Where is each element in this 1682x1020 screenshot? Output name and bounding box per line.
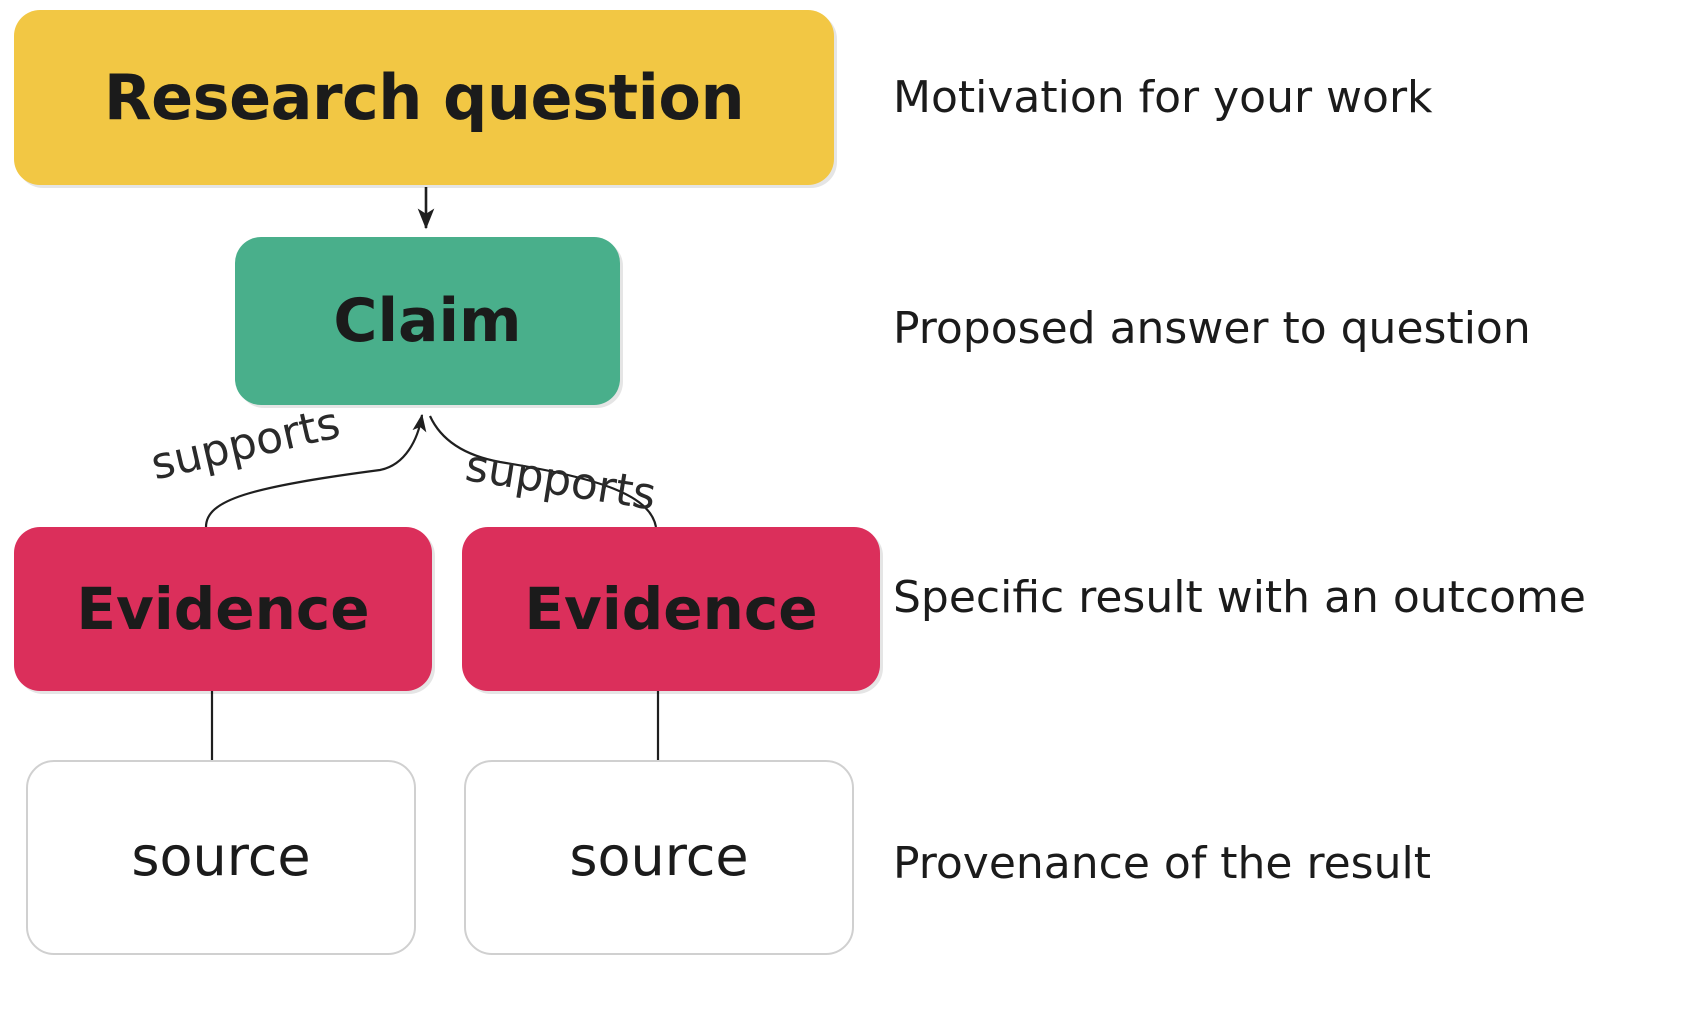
node-evidence-right-label: Evidence bbox=[524, 574, 818, 643]
description-evidence: Specific result with an outcome bbox=[893, 572, 1586, 623]
node-source-right[interactable]: source bbox=[464, 760, 854, 955]
edge-label-supports-right: supports bbox=[462, 440, 660, 521]
node-research-question-label: Research question bbox=[103, 60, 745, 134]
node-claim[interactable]: Claim bbox=[235, 237, 620, 405]
node-evidence-left[interactable]: Evidence bbox=[14, 527, 432, 691]
node-claim-label: Claim bbox=[333, 285, 522, 356]
node-evidence-left-label: Evidence bbox=[76, 574, 370, 643]
node-evidence-right[interactable]: Evidence bbox=[462, 527, 880, 691]
node-research-question[interactable]: Research question bbox=[14, 10, 834, 185]
node-source-right-label: source bbox=[569, 825, 749, 889]
description-claim: Proposed answer to question bbox=[893, 303, 1531, 354]
node-source-left[interactable]: source bbox=[26, 760, 416, 955]
description-source: Provenance of the result bbox=[893, 838, 1431, 889]
node-source-left-label: source bbox=[131, 825, 311, 889]
edge-label-supports-left: supports bbox=[146, 397, 345, 491]
description-research-question: Motivation for your work bbox=[893, 72, 1433, 123]
